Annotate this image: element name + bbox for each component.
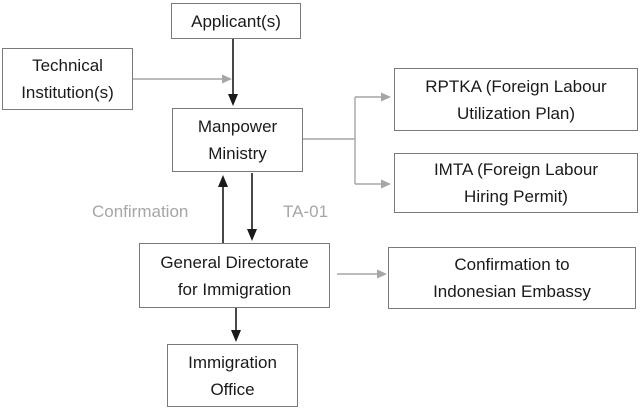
edge-label-ta01: TA-01 (283, 202, 329, 221)
node-label: Confirmation to Indonesian Embassy (433, 255, 591, 301)
arrow-applicant-to-manpower (228, 39, 238, 106)
node-general-directorate-immigration: General Directorate for Immigration (139, 243, 330, 308)
edge-label-confirmation: Confirmation (92, 202, 189, 221)
node-manpower-ministry: Manpower Ministry (172, 108, 303, 172)
arrow-directorate-to-embassy (337, 269, 387, 279)
node-confirmation-indonesian-embassy: Confirmation to Indonesian Embassy (388, 247, 636, 309)
node-label: Applicant(s) (191, 11, 281, 31)
node-label: Immigration Office (188, 352, 277, 399)
node-rptka-plan: RPTKA (Foreign Labour Utilization Plan) (394, 68, 638, 131)
node-label: General Directorate for Immigration (160, 252, 309, 299)
node-label: Manpower Ministry (197, 117, 278, 163)
arrow-manpower-to-rptka-imta (303, 92, 391, 189)
arrow-directorate-to-immigration-office (231, 308, 241, 342)
node-label: RPTKA (Foreign Labour Utilization Plan) (425, 76, 607, 123)
arrow-technical-to-manpower (133, 74, 232, 84)
node-label: Technical Institution(s) (21, 56, 114, 102)
node-imta-permit: IMTA (Foreign Labour Hiring Permit) (394, 153, 638, 213)
node-applicants: Applicant(s) (171, 3, 301, 39)
node-immigration-office: Immigration Office (167, 344, 298, 407)
node-label: IMTA (Foreign Labour Hiring Permit) (433, 160, 599, 206)
node-technical-institutions: Technical Institution(s) (2, 48, 133, 110)
arrow-manpower-to-directorate (247, 173, 257, 241)
arrow-directorate-to-manpower (218, 175, 228, 243)
